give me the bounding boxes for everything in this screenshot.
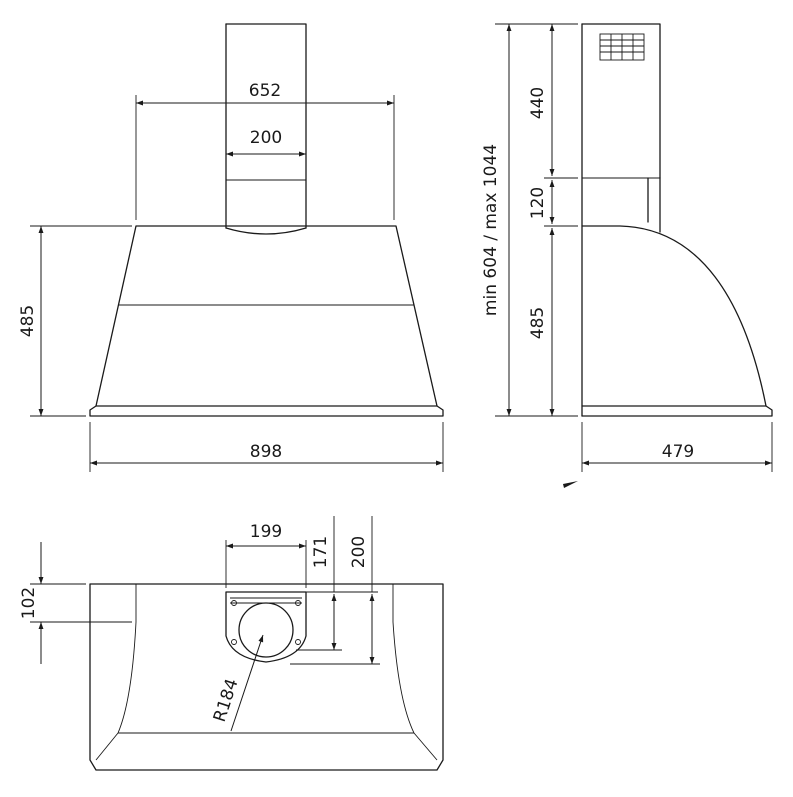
dim-radius: R184	[210, 634, 264, 732]
dim-label-102: 102	[19, 587, 39, 619]
top-outline	[89, 583, 444, 771]
outlet-pipe-circle	[238, 602, 294, 658]
dim-label-120: 120	[528, 187, 548, 219]
screw-hole	[231, 639, 237, 645]
dim-label-171: 171	[311, 536, 331, 568]
side-hood-body	[581, 225, 773, 417]
dim-width-top: 652	[136, 81, 394, 106]
dim-total-height: min 604 / max 1044	[481, 24, 512, 416]
front-chimney	[225, 23, 307, 235]
front-view: 652 200 485 898	[18, 23, 444, 472]
dim-depth-offset: 102	[19, 542, 44, 664]
dim-label-479: 479	[662, 442, 694, 462]
dim-collar-height: 120	[528, 180, 555, 224]
top-view: 199 171 200 102 R184	[19, 516, 444, 771]
dim-label-199: 199	[250, 522, 282, 542]
dim-outlet-width: 199	[226, 522, 306, 549]
side-collar	[647, 177, 661, 233]
dim-side-hood-height: 485	[528, 228, 555, 416]
dim-hood-height: 485	[18, 226, 44, 416]
screw-hole	[295, 600, 301, 606]
screw-hole	[295, 639, 301, 645]
side-chimney	[581, 23, 661, 417]
dim-chimney-width: 200	[226, 128, 306, 157]
dim-depth: 479	[582, 442, 772, 466]
front-hood-body	[89, 225, 444, 417]
stray-arrow-mark	[563, 481, 578, 488]
screw-hole	[231, 600, 237, 606]
side-view: min 604 / max 1044 440 120 485 479	[481, 23, 773, 488]
dim-label-200: 200	[250, 128, 282, 148]
dim-chimney-height: 440	[528, 24, 555, 176]
outlet-plate	[225, 583, 307, 663]
side-vent-grille	[599, 33, 645, 61]
dim-label-485-front: 485	[18, 305, 38, 337]
dim-label-total: min 604 / max 1044	[481, 144, 501, 316]
dim-label-440: 440	[528, 87, 548, 119]
dim-label-200-top: 200	[349, 536, 369, 568]
dim-label-652: 652	[249, 81, 281, 101]
dim-label-r184: R184	[210, 676, 243, 724]
dim-label-898: 898	[250, 442, 282, 462]
dim-width-bottom: 898	[90, 442, 443, 466]
dim-outlet-depth-171: 171	[311, 516, 337, 650]
dim-outlet-depth-200: 200	[349, 516, 375, 664]
dim-label-485-side: 485	[528, 307, 548, 339]
